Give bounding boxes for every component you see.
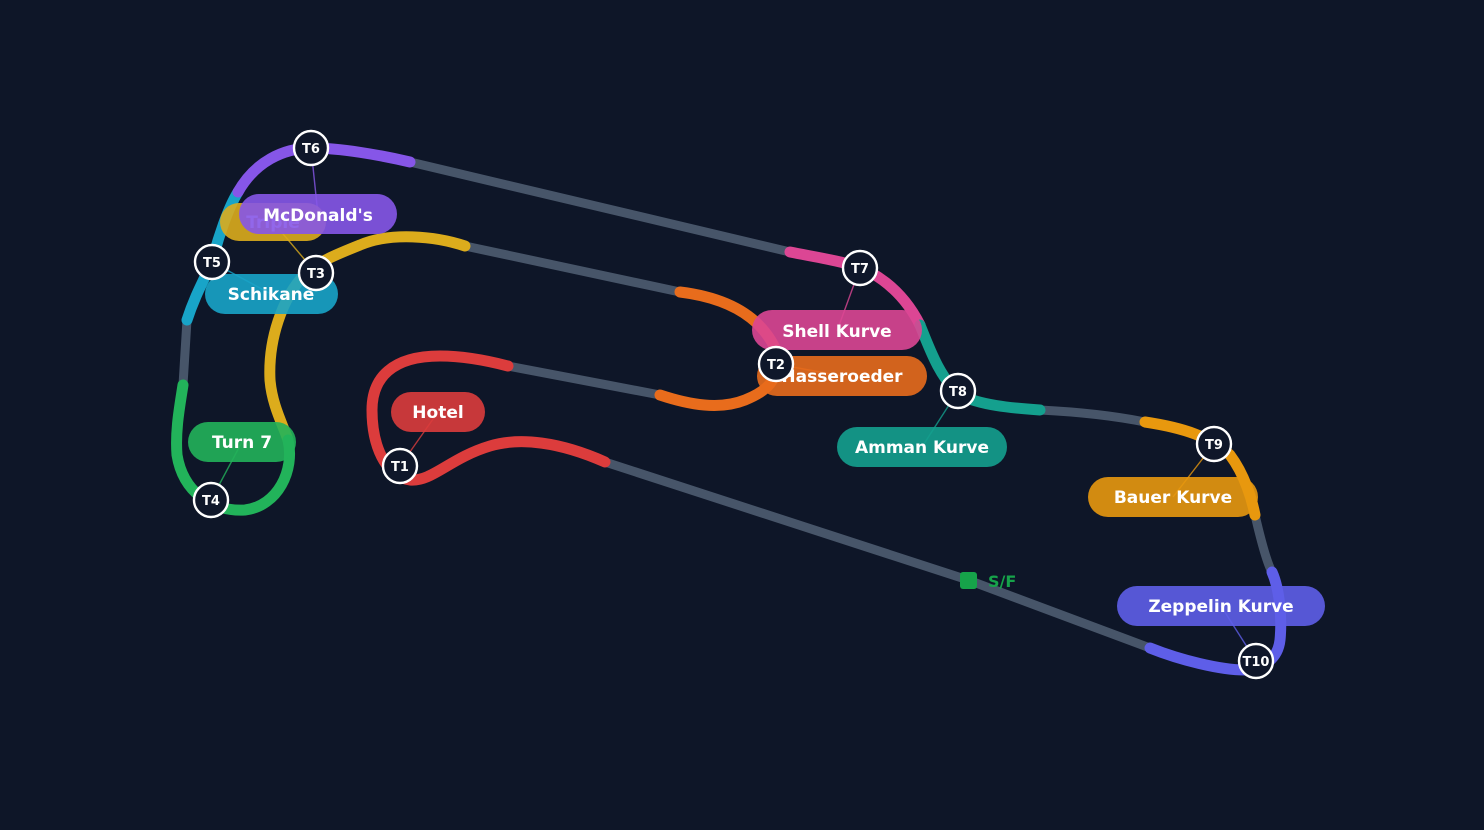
turn-label-name: Bauer Kurve <box>1114 488 1232 508</box>
turn-label-name: McDonald's <box>263 206 373 226</box>
turn-label-t1[interactable]: Hotel <box>391 392 485 432</box>
start-finish: S/F <box>960 572 1016 591</box>
turn-marker-circle <box>939 372 977 410</box>
turn-label-pill <box>1088 477 1258 517</box>
turn-marker-id: T8 <box>949 385 967 400</box>
turn-marker-circle <box>381 447 419 485</box>
turn-label-name: Hotel <box>412 403 463 423</box>
turn-marker-id: T4 <box>202 494 220 509</box>
turn-marker-id: T9 <box>1205 438 1223 453</box>
corner-segment-t8 <box>914 319 1046 416</box>
turn-marker-circle <box>297 254 335 292</box>
turn-marker-id: T3 <box>307 267 325 282</box>
turn-marker-circle <box>192 481 230 519</box>
turn-marker-t1[interactable]: T1 <box>381 447 419 485</box>
turn-marker-t5[interactable]: T5 <box>193 243 231 281</box>
turn-marker-t2[interactable]: T2 <box>757 345 795 383</box>
turn-marker-id: T7 <box>851 262 869 277</box>
turn-label-name: Shell Kurve <box>782 322 891 342</box>
turn-label-name: Zeppelin Kurve <box>1148 597 1293 617</box>
turn-marker-circle <box>841 249 879 287</box>
turn-marker-id: T6 <box>302 142 320 157</box>
turn-label-pill <box>188 422 296 462</box>
turn-label-pill <box>837 427 1007 467</box>
turn-label-pill <box>239 194 397 234</box>
turn-label-pill <box>391 392 485 432</box>
turn-label-pill <box>752 310 922 350</box>
turn-marker-t7[interactable]: T7 <box>841 249 879 287</box>
turn-label-name: Amman Kurve <box>855 438 989 458</box>
turn-label-name: Turn 7 <box>212 433 272 453</box>
turn-marker-id: T1 <box>391 460 409 475</box>
turn-marker-circle <box>292 129 330 167</box>
turn-label-pill <box>1117 586 1325 626</box>
turn-label-name: Schikane <box>228 285 315 305</box>
turn-marker-t4[interactable]: T4 <box>192 481 230 519</box>
turn-marker-circle <box>757 345 795 383</box>
turn-marker-id: T5 <box>203 256 221 271</box>
turn-label-t2[interactable]: Hasseroeder <box>757 356 927 396</box>
turn-label-t10[interactable]: Zeppelin Kurve <box>1117 586 1325 626</box>
turn-marker-t6[interactable]: T6 <box>292 129 330 167</box>
turn-label-t8[interactable]: Amman Kurve <box>837 427 1007 467</box>
turn-marker-circle <box>193 243 231 281</box>
turn-label-name: Hasseroeder <box>781 367 903 387</box>
turn-marker-t10[interactable]: T10 <box>1237 642 1275 680</box>
start-finish-marker <box>960 572 977 589</box>
turn-label-t4[interactable]: Turn 7 <box>188 422 296 462</box>
turn-marker-circle <box>1237 642 1275 680</box>
turn-marker-circle <box>1195 425 1233 463</box>
turn-marker-t3[interactable]: T3 <box>297 254 335 292</box>
turn-marker-id: T10 <box>1243 655 1270 670</box>
turn-label-t6[interactable]: McDonald's <box>239 194 397 234</box>
turn-marker-t9[interactable]: T9 <box>1195 425 1233 463</box>
turn-marker-id: T2 <box>767 358 785 373</box>
start-finish-label: S/F <box>988 572 1016 591</box>
turn-label-t7[interactable]: Shell Kurve <box>752 310 922 350</box>
turn-label-t9[interactable]: Bauer Kurve <box>1088 477 1258 517</box>
turn-marker-t8[interactable]: T8 <box>939 372 977 410</box>
turn-label-pill <box>757 356 927 396</box>
